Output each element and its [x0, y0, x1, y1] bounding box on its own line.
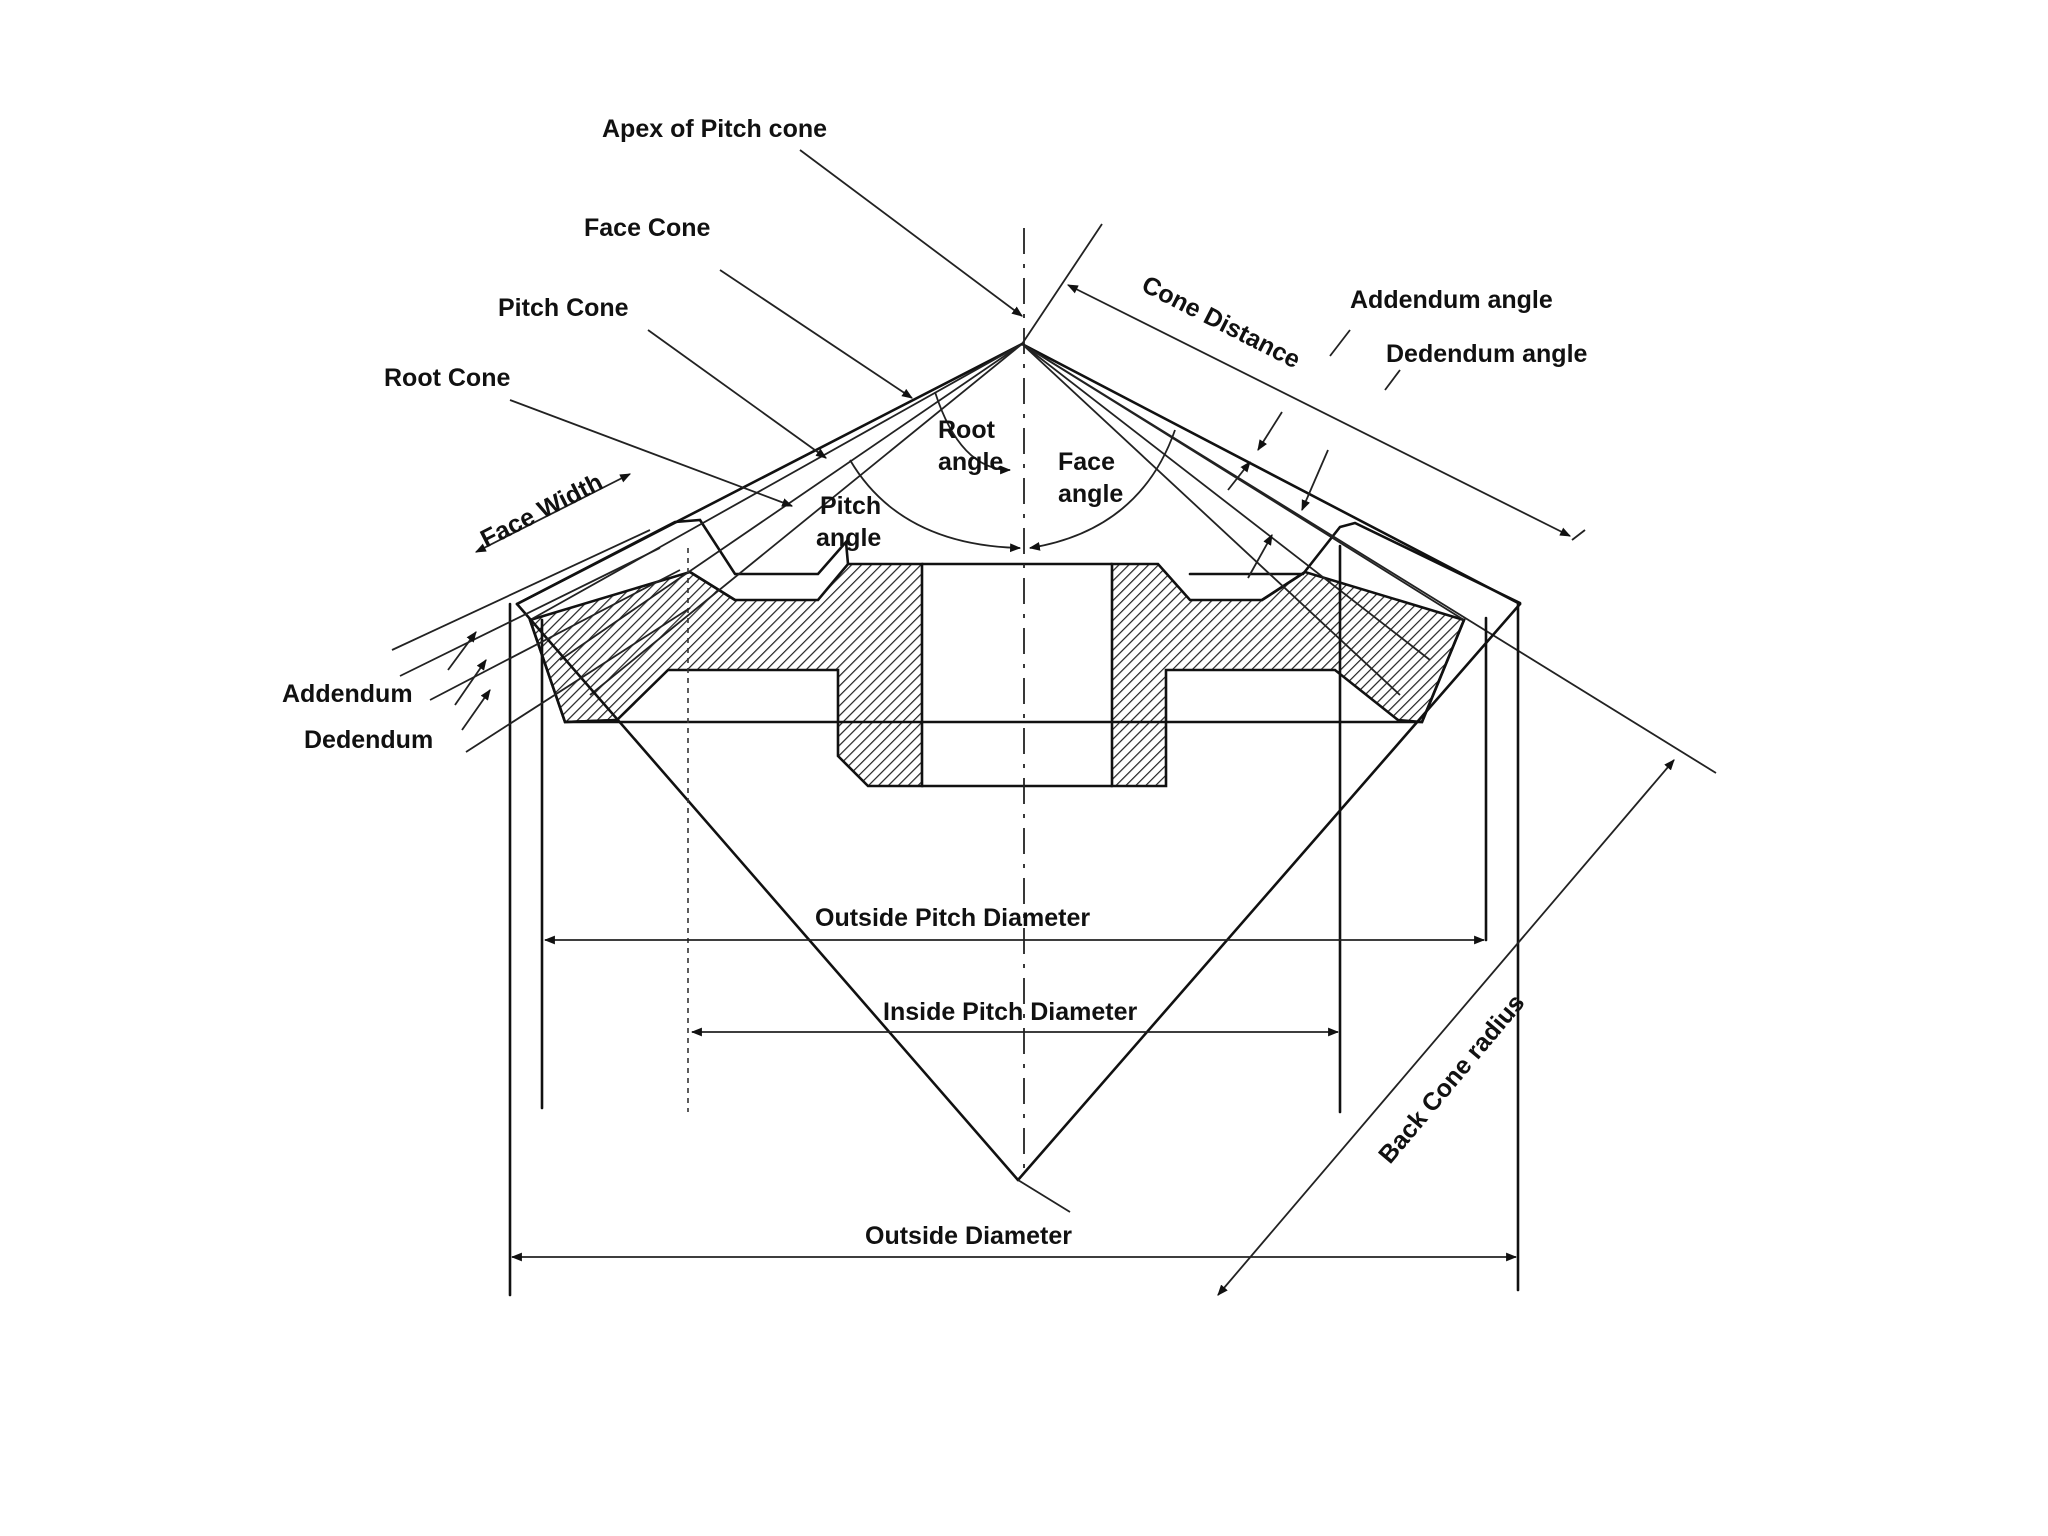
dimension-lines	[475, 284, 1675, 1296]
label-root-angle-line2: angle	[938, 448, 1003, 476]
label-apex-of-pitch-cone: Apex of Pitch cone	[602, 115, 827, 143]
label-root-angle-line1: Root	[938, 416, 996, 444]
label-addendum-angle: Addendum angle	[1350, 286, 1553, 314]
gear-body-left	[528, 562, 924, 788]
leader-lines	[391, 149, 1401, 753]
label-face-width: Face Width	[476, 468, 607, 553]
label-cone-distance: Cone Distance	[1137, 270, 1305, 374]
angle-arcs	[849, 391, 1329, 579]
label-dedendum-angle: Dedendum angle	[1386, 340, 1588, 368]
label-inside-pitch-diameter: Inside Pitch Diameter	[883, 998, 1138, 1026]
label-face-angle-line1: Face	[1058, 448, 1115, 476]
label-pitch-cone: Pitch Cone	[498, 294, 629, 322]
label-pitch-angle-line1: Pitch	[820, 492, 881, 520]
label-outside-pitch-diameter: Outside Pitch Diameter	[815, 904, 1090, 932]
label-back-cone-radius: Back Cone radius	[1373, 989, 1530, 1169]
label-root-cone: Root Cone	[384, 364, 510, 392]
gear-body-right	[1110, 562, 1466, 788]
bore	[920, 562, 1114, 788]
label-addendum: Addendum	[282, 680, 413, 708]
label-face-cone: Face Cone	[584, 214, 711, 242]
label-outside-diameter: Outside Diameter	[865, 1222, 1072, 1250]
label-dedendum: Dedendum	[304, 726, 433, 754]
label-face-angle-line2: angle	[1058, 480, 1123, 508]
label-pitch-angle-line2: angle	[816, 524, 881, 552]
